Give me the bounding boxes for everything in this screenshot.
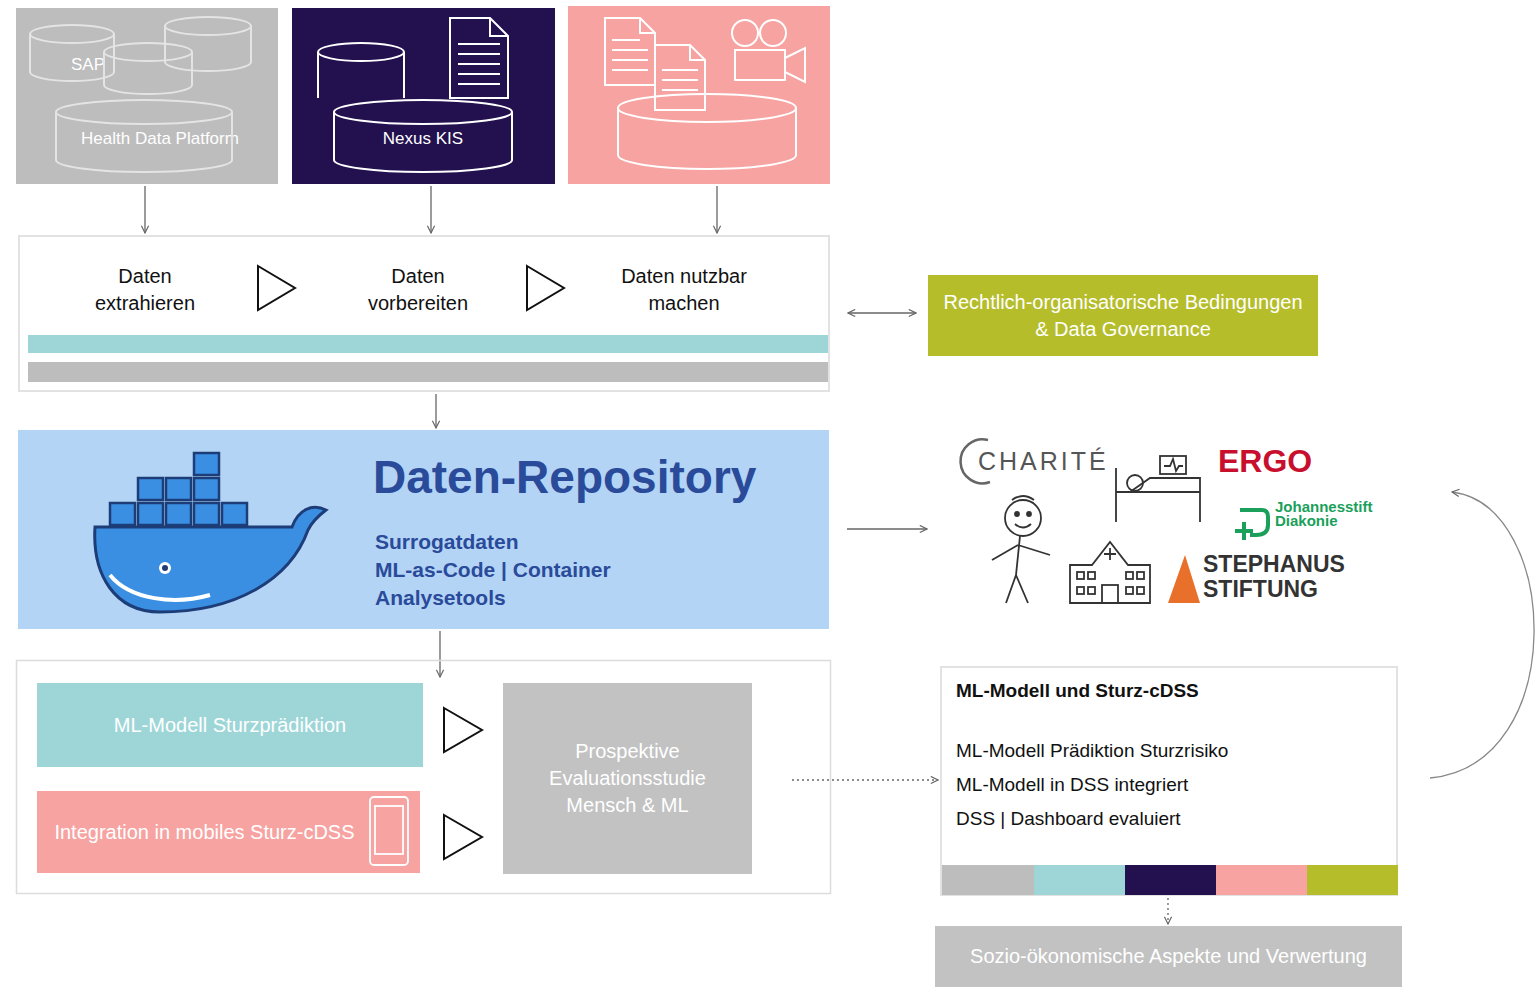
box-text: Sozio-ökonomische Aspekte und Verwertung — [970, 943, 1367, 970]
partner-logo-text: STEPHANUS STIFTUNG — [1203, 552, 1353, 603]
partner-icons — [961, 439, 1200, 603]
flow-connector — [144, 186, 145, 233]
flow-connector — [1167, 898, 1168, 924]
source-panel: SAP Health Data Platform — [16, 8, 278, 184]
process-box: Daten extrahieren Daten vorbereiten Daten … — [18, 235, 830, 392]
flow-arrow — [847, 528, 927, 529]
flow-arrow — [716, 186, 717, 233]
box-text: Integration in mobiles Sturz-cDSS — [54, 819, 354, 846]
box-heading: Daten-Repository — [373, 452, 823, 503]
work-package-frame — [17, 661, 831, 894]
partner-logo-text: Johannesstift Diakonie — [1275, 500, 1405, 529]
evaluation-box: Prospektive Evaluationsstudie Mensch & M… — [503, 683, 752, 874]
box-text: ML-as-Code | Container — [375, 556, 795, 584]
feedback-arrow — [1430, 492, 1534, 778]
flow-connector — [792, 779, 938, 780]
box-text: Analysetools — [375, 584, 795, 612]
flow-connector — [435, 394, 436, 428]
partner-logo-text: ERGO — [1218, 442, 1328, 480]
box-text: ML-Modell Prädiktion Sturzrisiko — [956, 738, 1376, 764]
flow-connector — [430, 186, 431, 233]
partner-logo-text: CHARITÉ — [978, 446, 1118, 476]
document-icons — [605, 18, 805, 169]
integration-box: Integration in mobiles Sturz-cDSS — [37, 791, 420, 873]
flow-connector — [848, 312, 916, 313]
media-panel — [568, 6, 830, 184]
box-heading: ML-Modell und Sturz-cDSS — [956, 678, 1376, 704]
repository-box: Daten-RepositorySurrogatdatenML-as-Code … — [18, 430, 829, 629]
source-panel: Nexus KIS — [292, 8, 555, 184]
box-text: DSS | Dashboard evaluiert — [956, 806, 1376, 832]
box-text: Nexus KIS — [353, 128, 493, 151]
box-text: Daten extrahieren — [70, 263, 220, 317]
exploitation-box: Sozio-ökonomische Aspekte und Verwertung — [935, 926, 1402, 987]
stephanus-logo — [1168, 555, 1200, 603]
result-box: ML-Modell und Sturz-cDSS ML-Modell Prädik… — [940, 666, 1398, 896]
box-text: SAP — [38, 54, 138, 77]
box-text: ML-Modell in DSS integriert — [956, 772, 1376, 798]
flow-arrow — [439, 631, 440, 677]
model-box: ML-Modell Sturzprädiktion — [37, 683, 423, 767]
box-text: Health Data Platform — [60, 128, 260, 151]
diakonie-logo — [1235, 510, 1268, 540]
box-text: Rechtlich-organisatorische Bedingungen &… — [940, 289, 1306, 343]
box-text: Surrogatdaten — [375, 528, 795, 556]
box-text: Daten nutzbar machen — [594, 263, 774, 317]
box-text: Daten vorbereiten — [343, 263, 493, 317]
box-text: Prospektive Evaluationsstudie Mensch & M… — [515, 738, 740, 819]
box-text: ML-Modell Sturzprädiktion — [114, 712, 346, 739]
governance-box: Rechtlich-organisatorische Bedingungen &… — [928, 275, 1318, 356]
